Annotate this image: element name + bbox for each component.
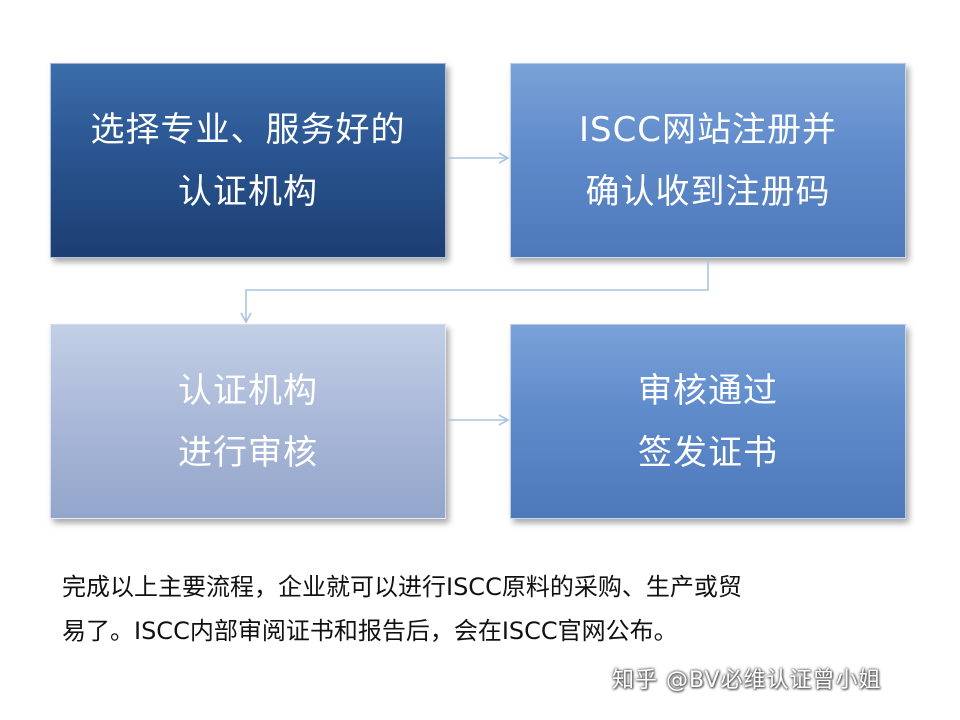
summary-caption: 完成以上主要流程，企业就可以进行ISCC原料的采购、生产或贸 易了。ISCC内部… [62, 565, 902, 653]
step-2-line-2: 确认收到注册码 [585, 171, 831, 212]
step-4-line-1: 审核通过 [638, 370, 778, 411]
step-4-line-2: 签发证书 [638, 432, 778, 473]
step-3-line-2: 进行审核 [178, 432, 318, 473]
step-box-certificate-issued: 审核通过 签发证书 [510, 324, 906, 519]
step-box-iscc-registration: ISCC网站注册并 确认收到注册码 [510, 63, 906, 258]
zhihu-watermark: 知乎 @BV必维认证曾小姐 [612, 668, 882, 693]
step-3-line-1: 认证机构 [178, 370, 318, 411]
step-1-line-2: 认证机构 [178, 171, 318, 212]
arrow-step2-to-step3 [240, 260, 709, 324]
caption-line-1: 完成以上主要流程，企业就可以进行ISCC原料的采购、生产或贸 [62, 573, 742, 601]
step-1-line-1: 选择专业、服务好的 [90, 109, 406, 150]
step-box-select-agency: 选择专业、服务好的 认证机构 [50, 63, 446, 258]
step-2-line-1: ISCC网站注册并 [578, 109, 838, 150]
caption-line-2: 易了。ISCC内部审阅证书和报告后，会在ISCC官网公布。 [62, 617, 678, 645]
step-box-agency-audit: 认证机构 进行审核 [50, 324, 446, 519]
